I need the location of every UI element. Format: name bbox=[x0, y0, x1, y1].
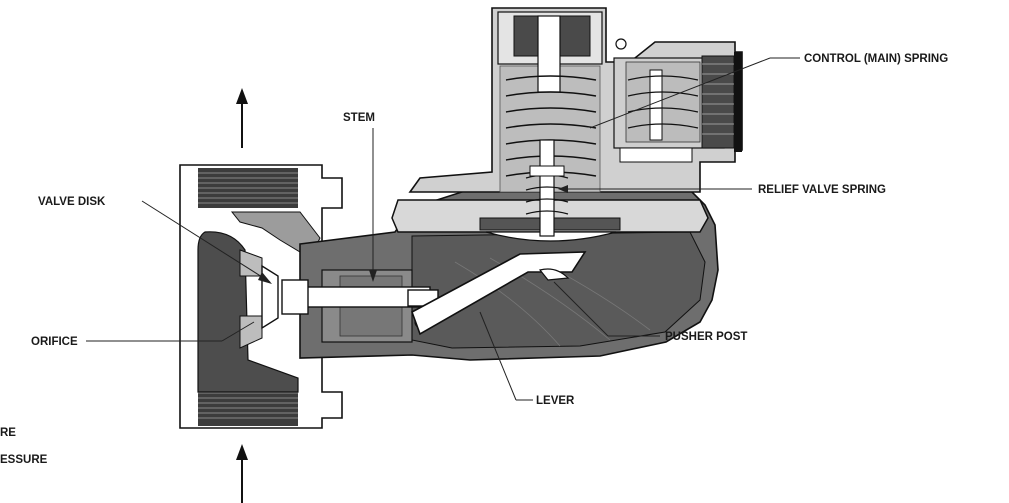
control-spring-label: CONTROL (MAIN) SPRING bbox=[804, 53, 948, 65]
relief-valve-spring-label: RELIEF VALVE SPRING bbox=[758, 184, 886, 196]
inlet-pressure-label-fragment: ESSURE bbox=[0, 454, 48, 466]
orifice-label: ORIFICE bbox=[31, 336, 78, 348]
valve-disk-label: VALVE DISK bbox=[38, 196, 106, 208]
leader-lines bbox=[86, 57, 800, 401]
relief-vent bbox=[613, 52, 742, 163]
stem-label: STEM bbox=[343, 112, 375, 124]
inlet-flow-arrow bbox=[236, 444, 248, 503]
outlet-pressure-label-fragment: RE bbox=[0, 427, 16, 439]
pusher-post-label: PUSHER POST bbox=[665, 331, 747, 343]
inlet-body bbox=[179, 164, 343, 429]
lever bbox=[411, 251, 587, 336]
outlet-flow-arrow bbox=[236, 88, 248, 148]
lever-label: LEVER bbox=[536, 395, 575, 407]
stem-assembly bbox=[261, 264, 439, 330]
